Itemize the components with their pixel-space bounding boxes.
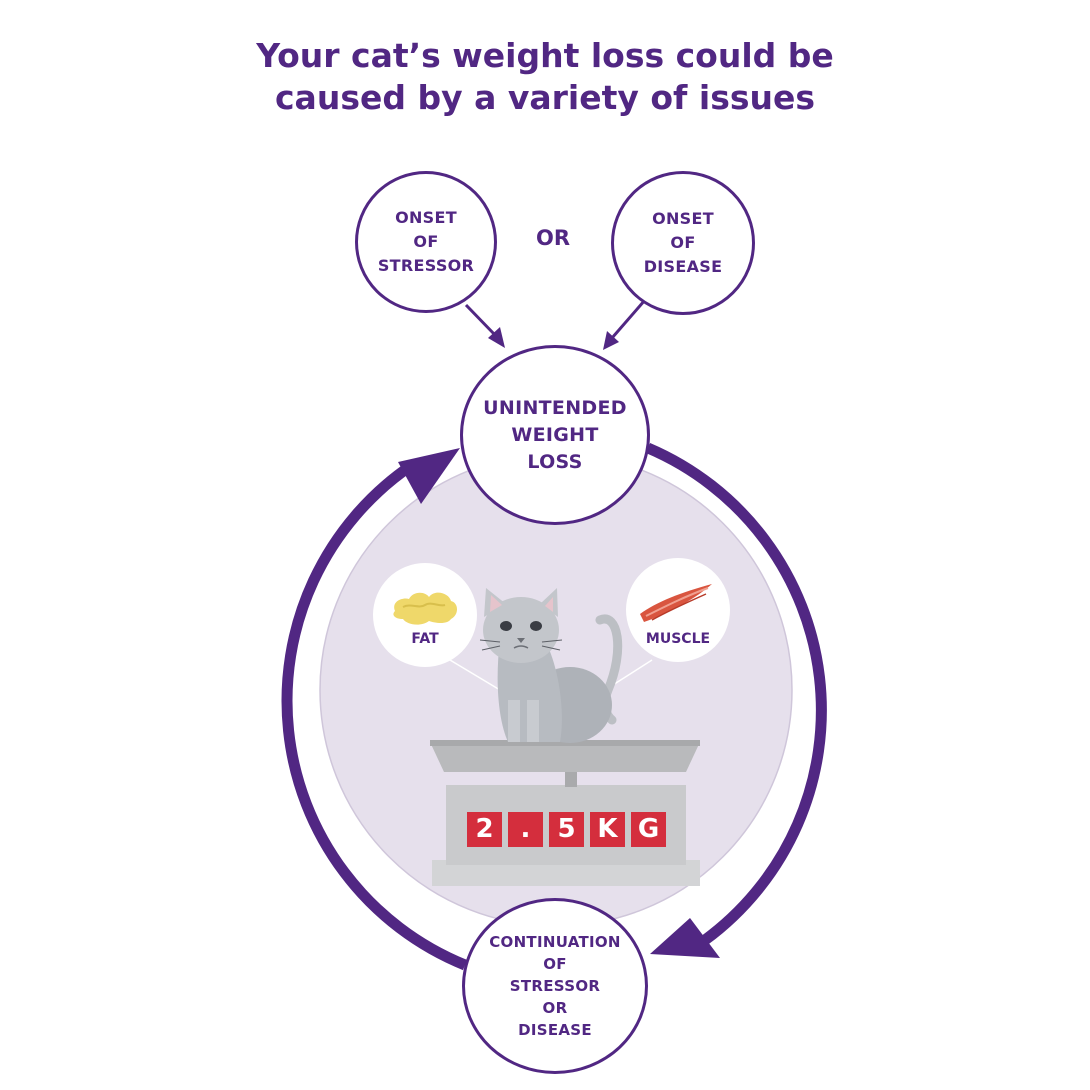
- scale-digit: .: [508, 812, 543, 847]
- scale-digit: 5: [549, 812, 584, 847]
- fat-bubble: [373, 563, 477, 667]
- cycle-arrow-right-head: [650, 918, 720, 958]
- title-line-2: caused by a variety of issues: [275, 78, 815, 117]
- unintended-weight-loss-node: UNINTENDED WEIGHT LOSS: [460, 345, 650, 525]
- cycle-arrow-right: [645, 442, 827, 945]
- fat-label: FAT: [411, 631, 439, 647]
- arrow-stressor-line: [464, 303, 498, 338]
- onset-of-stressor-label: ONSET OF STRESSOR: [377, 208, 475, 275]
- onset-of-disease-node: ONSET OF DISEASE: [611, 171, 755, 315]
- continuation-node: CONTINUATION OF STRESSOR OR DISEASE: [462, 898, 648, 1074]
- scale-digit: G: [631, 812, 666, 847]
- arrow-stressor-head: [488, 327, 505, 348]
- scale-digit: 2: [467, 812, 502, 847]
- unintended-weight-loss-label: UNINTENDED WEIGHT LOSS: [483, 396, 627, 473]
- arrow-disease-line: [610, 299, 647, 339]
- scale-digit: K: [590, 812, 625, 847]
- onset-of-stressor-node: ONSET OF STRESSOR: [355, 171, 497, 313]
- or-label: OR: [536, 226, 571, 250]
- muscle-bubble: [626, 558, 730, 662]
- arrow-disease-head: [603, 331, 619, 350]
- onset-of-disease-label: ONSET OF DISEASE: [643, 209, 723, 276]
- title-line-1: Your cat’s weight loss could be: [256, 36, 834, 75]
- cycle-arrow-left: [281, 460, 468, 971]
- cat-illustration: [479, 588, 623, 743]
- muscle-icon: [640, 584, 712, 622]
- cycle-arrow-left-head: [398, 448, 460, 504]
- fat-icon: [393, 592, 457, 625]
- fat-pointer: [449, 659, 501, 691]
- muscle-label: MUSCLE: [645, 631, 711, 647]
- continuation-label: CONTINUATION OF STRESSOR OR DISEASE: [489, 933, 621, 1039]
